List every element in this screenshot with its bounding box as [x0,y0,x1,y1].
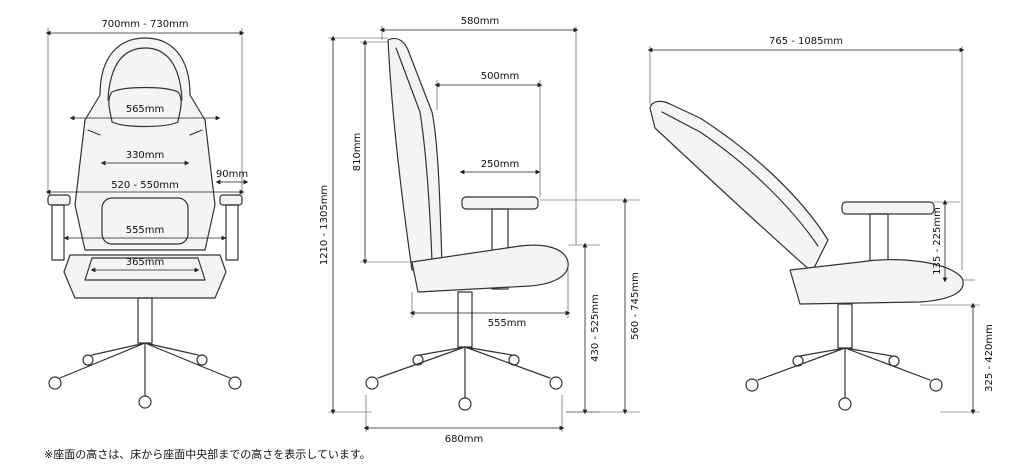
side-armrest-length-label: 250mm [481,159,520,170]
side-arm-height-label: 560 - 745mm [630,272,641,340]
side-view: 580mm 500mm 250mm 810mm 1210 - 1305mm 55… [319,16,641,445]
side-backrest [387,37,443,271]
front-back-width-label: 565mm [126,104,165,115]
side-back-to-arm-label: 500mm [481,71,520,82]
side-depth-top-label: 580mm [461,16,500,27]
side-seat [411,244,569,293]
side-total-height-label: 1210 - 1305mm [319,185,330,265]
front-seat-inner-width-label: 365mm [126,257,165,268]
recline-base [757,347,931,399]
side-base-depth-label: 680mm [445,434,484,445]
side-seat-height-label: 430 - 525mm [590,294,601,362]
front-seat-width-label: 555mm [126,225,165,236]
recline-length-label: 765 - 1085mm [769,36,843,47]
recline-seat [789,259,964,305]
side-backrest-height-label: 810mm [352,133,363,172]
side-base [377,346,551,399]
recline-view: 765 - 1085mm 135 - 225mm 325 - 420mm [647,36,995,415]
front-left-armrest [47,194,71,206]
footnote: ※座面の高さは、床から座面中央部までの高さを表示しています。 [44,448,371,461]
front-base [59,342,231,396]
front-seat [63,254,227,299]
front-width-overall-label: 700mm - 730mm [101,19,188,30]
front-lumbar-width-label: 330mm [126,150,165,161]
side-armrest [461,196,539,210]
recline-arm-above-seat-label: 135 - 225mm [932,207,943,275]
recline-backrest [649,100,829,273]
front-lumbar-pillow [101,197,189,245]
side-seat-depth-label: 555mm [488,318,527,329]
front-arm-span-label: 520 - 550mm [111,180,179,191]
front-armrest-width-label: 90mm [216,169,248,180]
recline-seat-height-label: 325 - 420mm [984,324,995,392]
front-right-armrest [219,194,243,206]
recline-armrest [841,201,935,215]
front-view: 700mm - 730mm 565mm 330mm 90mm 520 - 550… [45,19,249,409]
